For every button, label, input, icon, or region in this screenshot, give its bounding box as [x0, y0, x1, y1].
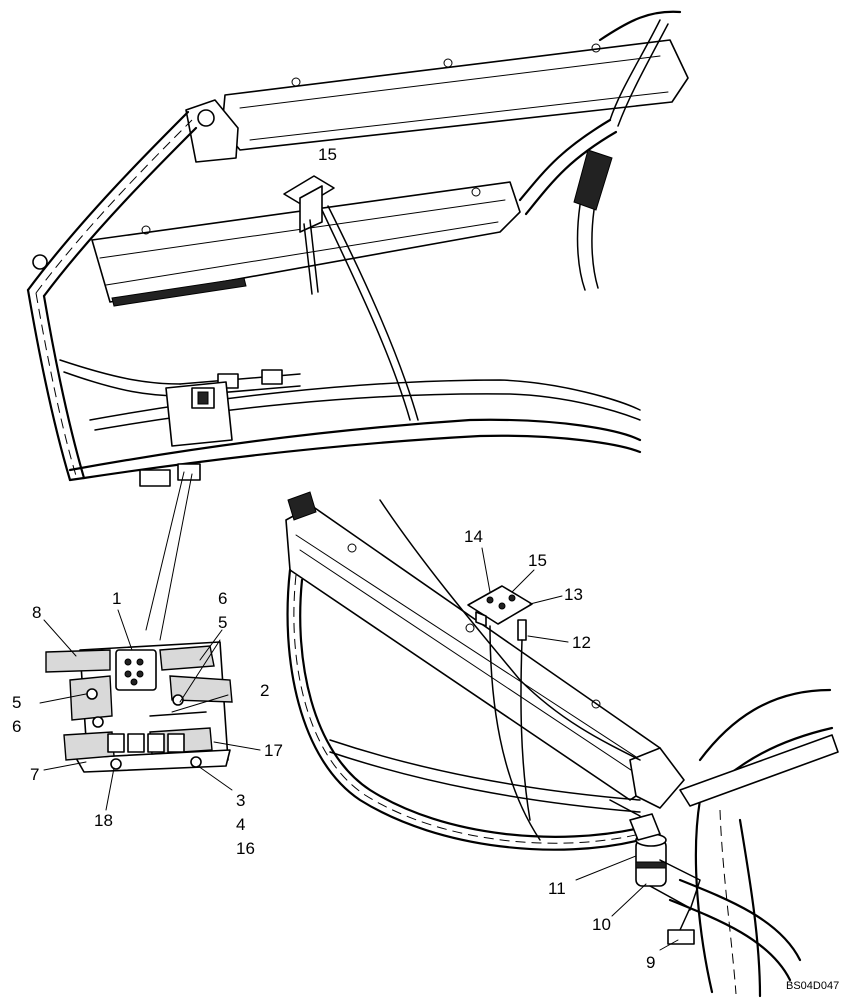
receiver-dryer	[609, 799, 701, 945]
left-frame-tube	[26, 110, 190, 292]
callout-8: 8	[32, 603, 42, 622]
hose-left-top	[45, 649, 111, 673]
callout-10: 10	[592, 915, 611, 934]
right-frame-tube	[698, 688, 832, 762]
detail-valve-assembly	[39, 609, 261, 811]
callout-15-right: 15	[528, 551, 547, 570]
callout-12: 12	[572, 633, 591, 652]
callout-1: 1	[112, 589, 122, 608]
callout-13: 13	[564, 585, 583, 604]
grip-sleeve	[573, 149, 613, 211]
right-hose-upper	[518, 118, 612, 202]
callout-16: 16	[236, 839, 255, 858]
callout-11: 11	[548, 879, 566, 898]
callout-5-upper: 5	[218, 613, 228, 632]
control-valve-top	[283, 175, 419, 421]
callout-6-upper: 6	[218, 589, 228, 608]
leader-8	[43, 619, 77, 657]
callout-3: 3	[236, 791, 246, 810]
top-cab-assembly	[26, 10, 689, 641]
right-cab-assembly	[285, 491, 839, 998]
control-valve-right	[467, 585, 541, 841]
hose-bundle	[68, 418, 642, 472]
detail-lead-line	[145, 471, 185, 631]
hose-right-top	[159, 645, 215, 671]
callout-7: 7	[30, 765, 40, 784]
figure-code: BS04D047	[786, 980, 840, 992]
valve-block-top	[139, 381, 233, 487]
callout-18: 18	[94, 811, 113, 830]
callout-15-top: 15	[318, 145, 337, 164]
callout-2: 2	[260, 681, 270, 700]
upper-rail	[221, 39, 689, 151]
callout-9: 9	[646, 953, 656, 972]
right-hose-loop	[286, 568, 642, 851]
callout-6-lower: 6	[12, 717, 22, 736]
callout-5-lower: 5	[12, 693, 22, 712]
callout-4: 4	[236, 815, 246, 834]
callout-17: 17	[264, 741, 283, 760]
callout-14: 14	[464, 527, 483, 546]
leader-14	[481, 547, 491, 593]
